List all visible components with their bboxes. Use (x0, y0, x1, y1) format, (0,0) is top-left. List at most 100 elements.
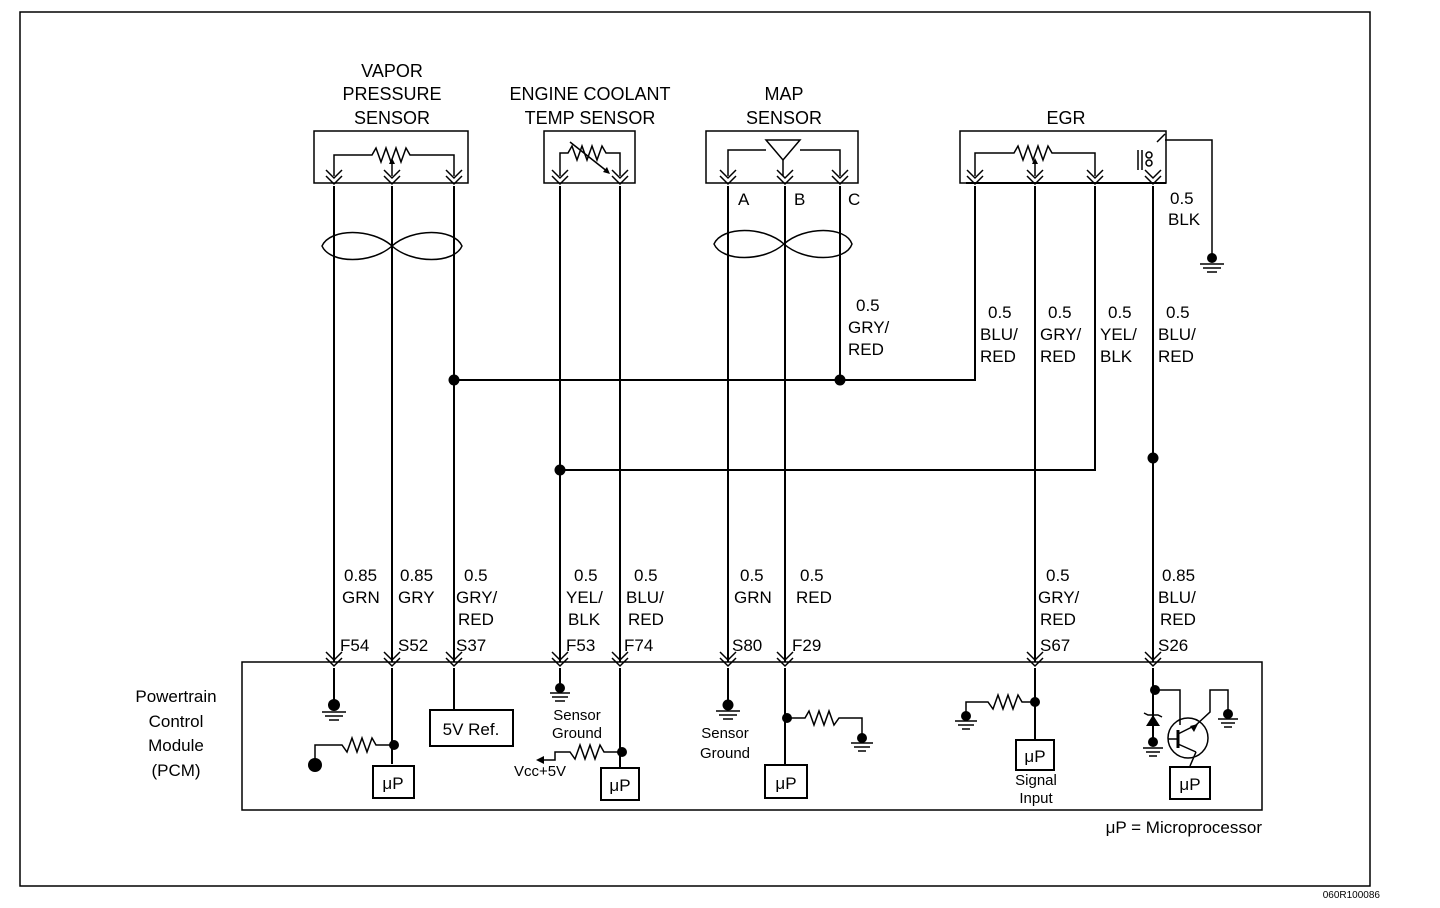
wire-label-egr-1: 0.5 BLU/ RED (980, 303, 1018, 366)
svg-text:C: C (848, 190, 860, 209)
svg-text:RED: RED (458, 610, 494, 629)
svg-text:PRESSURE: PRESSURE (342, 84, 441, 104)
wire-label-egr-3: 0.5 YEL/ BLK (1100, 303, 1137, 366)
svg-text:ENGINE COOLANT: ENGINE COOLANT (509, 84, 670, 104)
microprocessor-box: μP (600, 767, 640, 801)
egr-ground-wire-label: 0.5 BLK (1168, 189, 1201, 229)
svg-text:Powertrain: Powertrain (135, 687, 216, 706)
diagram-frame (19, 11, 1371, 887)
svg-text:GRN: GRN (734, 588, 772, 607)
egr-title: EGR (1046, 108, 1085, 128)
svg-text:μP: μP (1179, 775, 1200, 794)
svg-text:S67: S67 (1040, 636, 1070, 655)
svg-text:BLK: BLK (568, 610, 601, 629)
svg-text:0.5: 0.5 (740, 566, 764, 585)
svg-text:0.85: 0.85 (400, 566, 433, 585)
s26-driver-circuit (1143, 668, 1238, 767)
microprocessor-box: μP (1015, 739, 1055, 771)
svg-text:RED: RED (980, 347, 1016, 366)
f29-internal-circuit (782, 668, 873, 765)
svg-text:YEL/: YEL/ (1100, 325, 1137, 344)
svg-text:BLU/: BLU/ (980, 325, 1018, 344)
sensor-ground-f53: Sensor Ground (550, 668, 602, 742)
svg-text:Sensor: Sensor (701, 725, 749, 742)
svg-text:F74: F74 (624, 636, 653, 655)
s67-internal-circuit: Signal Input (955, 668, 1057, 807)
svg-text:0.5: 0.5 (988, 303, 1012, 322)
svg-text:BLU/: BLU/ (1158, 325, 1196, 344)
svg-text:GRY/: GRY/ (848, 318, 890, 337)
svg-text:SENSOR: SENSOR (746, 108, 822, 128)
svg-text:(PCM): (PCM) (151, 761, 200, 780)
map-sensor: A B C (705, 130, 860, 209)
svg-text:BLU/: BLU/ (626, 588, 664, 607)
svg-text:RED: RED (1160, 610, 1196, 629)
svg-text:μP: μP (382, 774, 403, 793)
svg-text:F53: F53 (566, 636, 595, 655)
svg-text:SENSOR: SENSOR (354, 108, 430, 128)
svg-text:GRY/: GRY/ (456, 588, 498, 607)
f74-internal-circuit: Vcc+5V (514, 668, 627, 780)
pcm-wire-label-s52: 0.85 GRY S52 (398, 566, 435, 655)
sensor-ground-s80: Sensor Ground (700, 668, 750, 762)
svg-text:Input: Input (1019, 790, 1053, 807)
s52-internal-circuit (308, 668, 399, 772)
svg-text:Ground: Ground (700, 745, 750, 762)
egr-ground-symbol (1200, 253, 1224, 273)
pcm-box (241, 661, 1263, 811)
svg-text:RED: RED (628, 610, 664, 629)
microprocessor-box: μP (372, 765, 415, 799)
ect-sensor-title: ENGINE COOLANT TEMP SENSOR (509, 84, 670, 128)
egr-valve (959, 130, 1213, 258)
svg-text:BLU/: BLU/ (1158, 588, 1196, 607)
svg-text:GRN: GRN (342, 588, 380, 607)
svg-text:S52: S52 (398, 636, 428, 655)
pcm-wire-label-s37: 0.5 GRY/ RED S37 (456, 566, 498, 655)
svg-text:μP: μP (775, 774, 796, 793)
svg-text:RED: RED (1040, 347, 1076, 366)
pcm-wire-label-f74: 0.5 BLU/ RED F74 (624, 566, 664, 655)
wire-label-map-c: 0.5 GRY/ RED (848, 296, 890, 359)
svg-text:BLK: BLK (1168, 210, 1201, 229)
svg-text:B: B (794, 190, 805, 209)
svg-text:S37: S37 (456, 636, 486, 655)
ect-sensor (543, 130, 636, 185)
vapor-pressure-sensor (313, 130, 469, 185)
pcm-wire-label-s80: 0.5 GRN S80 (732, 566, 772, 655)
microprocessor-box: μP (1169, 766, 1211, 800)
svg-text:GRY/: GRY/ (1038, 588, 1080, 607)
svg-text:F29: F29 (792, 636, 821, 655)
svg-text:Vcc+5V: Vcc+5V (514, 763, 566, 780)
pcm-wire-label-f53: 0.5 YEL/ BLK F53 (566, 566, 603, 655)
svg-text:Ground: Ground (552, 725, 602, 742)
svg-text:GRY/: GRY/ (1040, 325, 1082, 344)
svg-text:YEL/: YEL/ (566, 588, 603, 607)
svg-text:S80: S80 (732, 636, 762, 655)
svg-text:0.5: 0.5 (464, 566, 488, 585)
svg-text:MAP: MAP (764, 84, 803, 104)
wire-network (333, 186, 1159, 662)
pcm-wire-label-f54: 0.85 GRN F54 (340, 566, 380, 655)
svg-text:Signal: Signal (1015, 772, 1057, 789)
svg-text:RED: RED (1040, 610, 1076, 629)
pcm-wire-label-s26: 0.85 BLU/ RED S26 (1158, 566, 1196, 655)
svg-text:GRY: GRY (398, 588, 435, 607)
svg-text:0.5: 0.5 (856, 296, 880, 315)
svg-text:Module: Module (148, 736, 204, 755)
pcm-label: Powertrain Control Module (PCM) (135, 687, 216, 780)
svg-text:0.5: 0.5 (800, 566, 824, 585)
svg-text:A: A (738, 190, 750, 209)
svg-text:0.5: 0.5 (1170, 189, 1194, 208)
svg-text:VAPOR: VAPOR (361, 61, 423, 81)
figure-code: 060R100086 (1323, 890, 1381, 901)
vapor-pressure-sensor-title: VAPOR PRESSURE SENSOR (342, 61, 441, 128)
wire-label-egr-2: 0.5 GRY/ RED (1040, 303, 1082, 366)
svg-text:0.85: 0.85 (344, 566, 377, 585)
legend-microprocessor: μP = Microprocessor (1106, 818, 1263, 837)
svg-text:Sensor: Sensor (553, 707, 601, 724)
svg-text:0.5: 0.5 (634, 566, 658, 585)
svg-text:0.85: 0.85 (1162, 566, 1195, 585)
svg-text:TEMP SENSOR: TEMP SENSOR (525, 108, 656, 128)
svg-text:Control: Control (149, 712, 204, 731)
